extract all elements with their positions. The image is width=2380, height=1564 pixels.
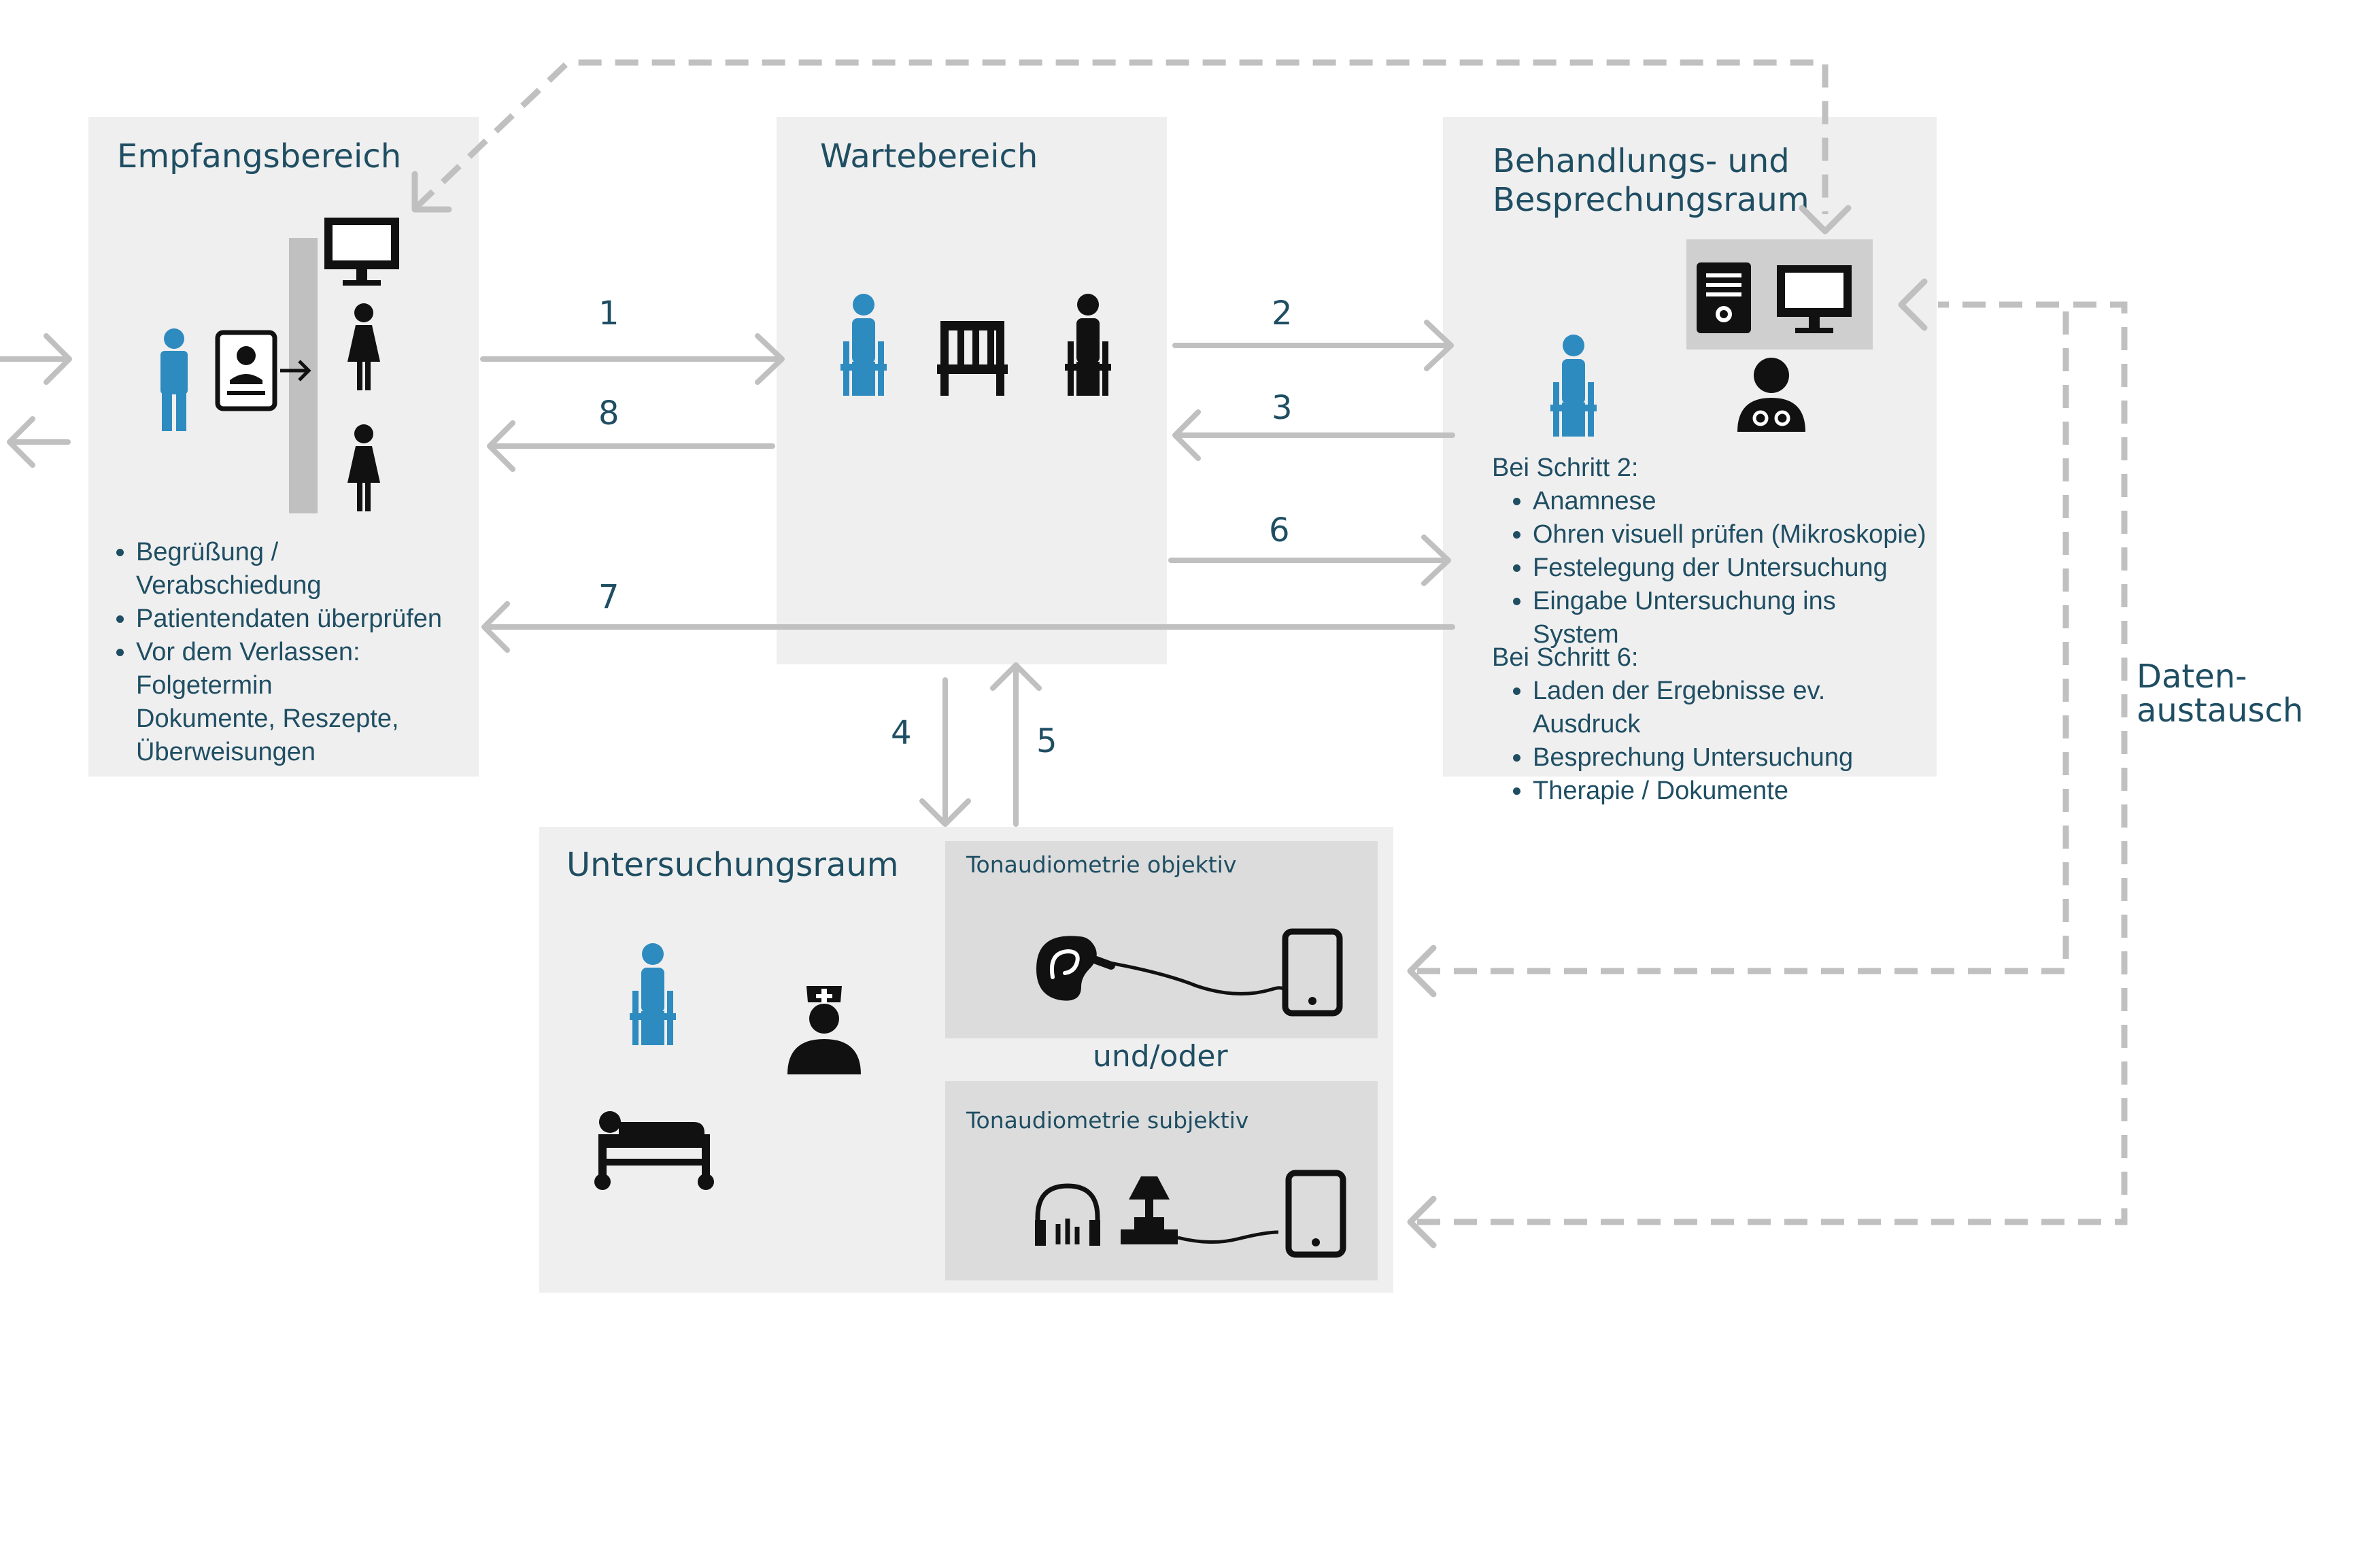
patient-standing-icon bbox=[160, 328, 188, 431]
untersuchungsraum-title: Untersuchungsraum bbox=[566, 846, 899, 884]
receptionist-icon-top bbox=[347, 303, 380, 390]
empfang-arrowhead bbox=[411, 171, 452, 213]
arrow-step-3 bbox=[1172, 409, 1455, 461]
objektiv-cable bbox=[1105, 960, 1288, 1007]
step-label-1: 1 bbox=[598, 294, 619, 333]
step-label-7: 7 bbox=[598, 578, 619, 616]
waiting-patient-icon bbox=[840, 294, 887, 396]
empfang-task-item: Verabschiedung bbox=[136, 571, 322, 600]
computer-arrowhead bbox=[1799, 205, 1852, 235]
arrow-step-5 bbox=[990, 662, 1042, 827]
empfang-task-item: Begrüßung / bbox=[136, 536, 517, 569]
subjektiv-smartphone-icon bbox=[1289, 1173, 1343, 1255]
arrow-step-6 bbox=[1168, 534, 1451, 586]
subjektiv-panel bbox=[945, 1081, 1378, 1280]
step-label-4: 4 bbox=[891, 714, 912, 752]
treatment-computer-icon bbox=[1777, 265, 1852, 333]
step6-heading: Bei Schritt 6: bbox=[1492, 643, 1639, 672]
step6-notes: Bei Schritt 6: Laden der Ergebnisse ev. … bbox=[1492, 641, 1927, 808]
datenaustausch-line2: austausch bbox=[2137, 692, 2304, 730]
objektiv-panel bbox=[945, 841, 1378, 1038]
doctor-icon bbox=[1737, 358, 1805, 432]
objektiv-title: Tonaudiometrie objektiv bbox=[966, 851, 1237, 878]
entry-arrow bbox=[0, 333, 72, 385]
arrow-step-7 bbox=[481, 601, 1455, 653]
arrow-step-1 bbox=[480, 333, 785, 385]
arrow-step-4 bbox=[919, 677, 971, 827]
flow-arrows bbox=[0, 320, 1455, 827]
step2-item: Ohren visuell prüfen (Mikroskopie) bbox=[1533, 518, 1927, 551]
step-label-6: 6 bbox=[1269, 511, 1290, 549]
behandlungsraum-title-line2: Besprechungsraum bbox=[1493, 181, 1809, 219]
step-label-5: 5 bbox=[1036, 722, 1057, 760]
wartebereich-title: Wartebereich bbox=[820, 137, 1038, 175]
und-oder-label: und/oder bbox=[1093, 1039, 1228, 1074]
arrow-step-8 bbox=[487, 420, 775, 472]
step6-list: Laden der Ergebnisse ev. Ausdruck Bespre… bbox=[1492, 675, 1927, 808]
dashed-arrowheads bbox=[411, 171, 1928, 1248]
wartebereich-box bbox=[777, 117, 1167, 664]
step-label-8: 8 bbox=[598, 394, 619, 432]
objektiv-smartphone-icon bbox=[1285, 932, 1340, 1013]
empty-chair-icon bbox=[937, 321, 1008, 396]
waiting-person-icon bbox=[1065, 294, 1111, 396]
empfang-task-item: Vor dem Verlassen: bbox=[136, 636, 517, 669]
step2-list: Anamnese Ohren visuell prüfen (Mikroskop… bbox=[1492, 485, 1927, 651]
response-button-icon bbox=[1121, 1176, 1178, 1244]
step2-item: Eingabe Untersuchung ins System bbox=[1533, 585, 1927, 651]
step-label-2: 2 bbox=[1272, 294, 1293, 333]
datenaustausch-line1: Daten- bbox=[2137, 658, 2247, 696]
step2-notes: Bei Schritt 2: Anamnese Ohren visuell pr… bbox=[1492, 452, 1927, 651]
objektiv-dashed bbox=[1417, 301, 2069, 974]
empfang-task-item: Folgetermin bbox=[136, 671, 273, 700]
reception-computer-icon bbox=[324, 218, 399, 286]
step-label-3: 3 bbox=[1272, 389, 1293, 427]
examination-patient-icon bbox=[630, 943, 676, 1045]
step6-item: Laden der Ergebnisse ev. Ausdruck bbox=[1533, 675, 1927, 741]
ear-icon bbox=[1036, 936, 1097, 1001]
subjektiv-dashed bbox=[1417, 301, 2128, 1225]
empfang-task-item: Überweisungen bbox=[136, 738, 316, 766]
certificate-document-icon bbox=[1697, 262, 1751, 333]
step6-item: Therapie / Dokumente bbox=[1533, 775, 1927, 808]
step2-item: Anamnese bbox=[1533, 485, 1927, 518]
receptionist-icon-bottom bbox=[347, 424, 380, 511]
step2-item: Festelegung der Untersuchung bbox=[1533, 551, 1927, 585]
exit-arrow bbox=[7, 416, 71, 468]
objektiv-arrowhead bbox=[1407, 945, 1437, 998]
empfangsbereich-title: Empfangsbereich bbox=[117, 137, 402, 175]
step6-item: Besprechung Untersuchung bbox=[1533, 741, 1927, 775]
ear-probe bbox=[1092, 956, 1115, 970]
treatment-computer-arrowhead bbox=[1898, 278, 1928, 331]
empfang-task-item: Patientendaten überprüfen bbox=[136, 602, 517, 636]
behandlungsraum-title-line1: Behandlungs- und bbox=[1493, 142, 1790, 180]
data-exchange-arrows bbox=[413, 59, 2128, 1225]
nurse-icon bbox=[787, 986, 861, 1074]
subjektiv-arrowhead bbox=[1407, 1195, 1437, 1248]
examination-bed-icon bbox=[594, 1111, 714, 1190]
headphones-icon bbox=[1035, 1183, 1100, 1246]
empfang-task-list: Begrüßung / Verabschiedung Patientendate… bbox=[91, 536, 517, 769]
arrow-step-2 bbox=[1172, 320, 1454, 371]
treatment-patient-icon bbox=[1550, 335, 1597, 437]
id-card-icon bbox=[215, 330, 311, 411]
empfang-task-item: Dokumente, Reszepte, bbox=[136, 704, 399, 733]
reception-treatment-dashed bbox=[413, 59, 1829, 214]
step2-heading: Bei Schritt 2: bbox=[1492, 454, 1639, 482]
behandlungsraum-box bbox=[1443, 117, 1937, 777]
subjektiv-title: Tonaudiometrie subjektiv bbox=[966, 1107, 1249, 1134]
subjektiv-cable bbox=[1177, 1230, 1279, 1244]
datenaustausch-label: Daten- austausch bbox=[2137, 660, 2303, 728]
empfangsbereich-box bbox=[88, 117, 479, 777]
